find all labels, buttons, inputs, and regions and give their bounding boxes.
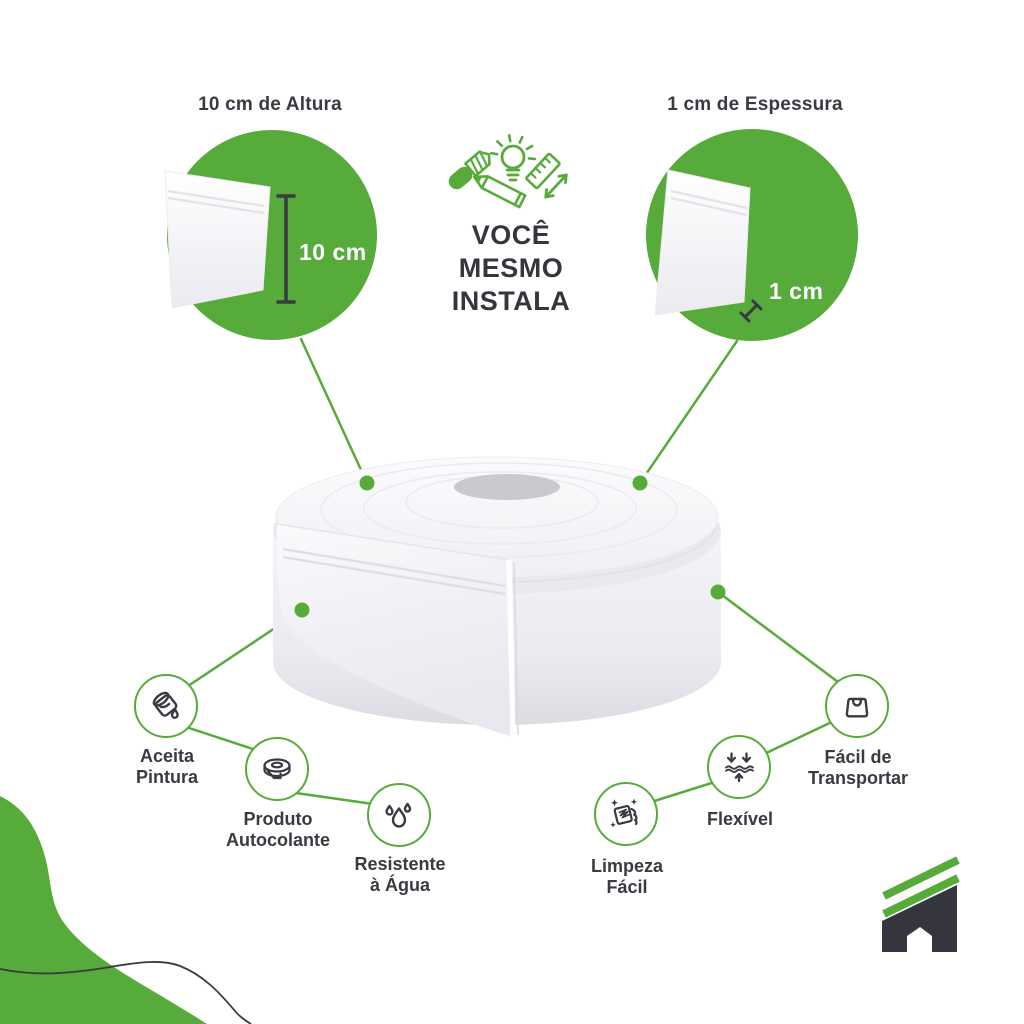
decorative-curve-line bbox=[0, 961, 252, 1024]
height-detail-circle bbox=[164, 130, 377, 340]
feature-circle-paint bbox=[134, 674, 198, 738]
feature-circle-transport bbox=[825, 674, 889, 738]
m-brand-logo bbox=[882, 856, 960, 952]
feature-label-water: Resistente à Água bbox=[354, 854, 446, 895]
feature-circle-water bbox=[367, 783, 431, 847]
pencil-icon bbox=[472, 175, 527, 209]
water-drops-icon bbox=[385, 802, 412, 828]
thickness-measurement-value: 1 cm bbox=[769, 278, 824, 304]
feature-label-adhesive: Produto Autocolante bbox=[225, 809, 330, 850]
callout-dots bbox=[294, 475, 726, 618]
feature-label-paint: Aceita Pintura bbox=[135, 746, 198, 787]
feature-label-flexible: Flexível bbox=[706, 809, 774, 829]
height-measure-mark bbox=[276, 194, 296, 304]
baseboard-profile-left bbox=[164, 170, 271, 309]
baseboard-profile-right bbox=[654, 169, 751, 316]
ruler-icon bbox=[525, 152, 561, 190]
feature-label-transport: Fácil de Transportar bbox=[807, 747, 909, 788]
roll-center-hole bbox=[454, 474, 560, 500]
feature-label-cleaning: Limpeza Fácil bbox=[590, 856, 664, 897]
cleaning-hand-icon bbox=[610, 798, 638, 828]
double-arrow-icon bbox=[544, 173, 568, 199]
feature-circle-cleaning bbox=[594, 782, 658, 846]
lightbulb-icon bbox=[490, 134, 537, 182]
thickness-measure-mark bbox=[739, 299, 763, 323]
thickness-callout-label: 1 cm de Espessura bbox=[667, 94, 843, 115]
flex-arrows-icon bbox=[725, 752, 754, 783]
tape-roll-icon bbox=[263, 758, 291, 780]
green-blob-shape bbox=[0, 796, 207, 1024]
height-callout-label: 10 cm de Altura bbox=[198, 94, 342, 115]
utility-knife-icon bbox=[448, 150, 491, 190]
paint-bucket-icon bbox=[152, 691, 179, 719]
diy-icons bbox=[448, 134, 568, 209]
main-title: VOCÊ MESMO INSTALA bbox=[451, 220, 571, 316]
feature-circle-adhesive bbox=[245, 737, 309, 801]
bag-icon bbox=[845, 697, 869, 718]
feature-circle-flexible bbox=[707, 735, 771, 799]
thickness-detail-circle bbox=[646, 129, 858, 341]
sparkles bbox=[610, 798, 638, 828]
height-measurement-value: 10 cm bbox=[299, 239, 367, 265]
product-roll-image bbox=[273, 456, 721, 738]
